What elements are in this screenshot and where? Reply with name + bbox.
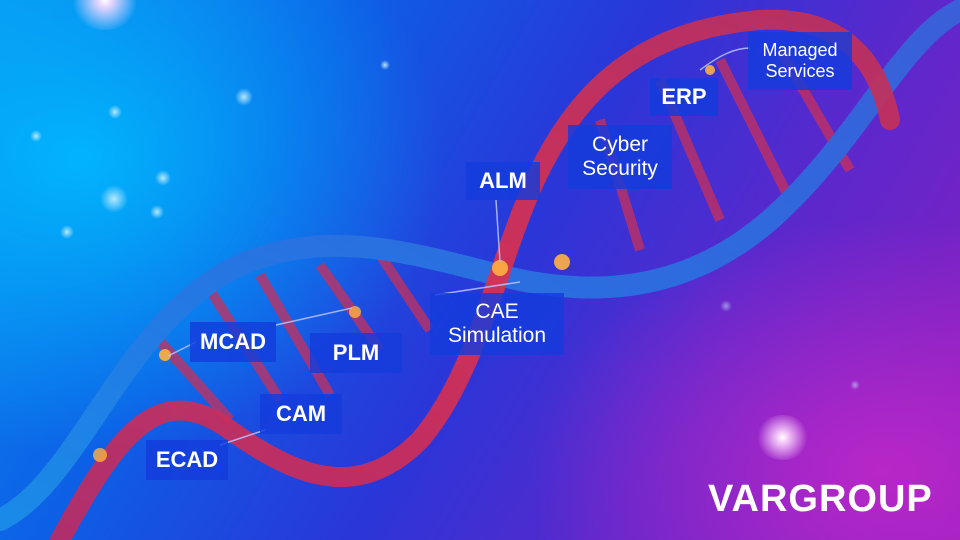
label-alm: ALM (466, 162, 540, 200)
label-erp: ERP (650, 78, 718, 116)
label-plm: PLM (310, 333, 402, 373)
label-ecad: ECAD (146, 440, 228, 480)
label-cam: CAM (260, 394, 342, 434)
bokeh-light (235, 88, 253, 106)
bokeh-light (60, 225, 74, 239)
bokeh-light (30, 130, 42, 142)
bokeh-light (150, 205, 164, 219)
bokeh-light (100, 185, 128, 213)
bokeh-light (380, 60, 390, 70)
label-managed-services: Managed Services (748, 32, 852, 90)
bokeh-light (108, 105, 122, 119)
vargroup-logo: VARGROUP (708, 478, 933, 520)
bokeh-light (720, 300, 732, 312)
light-flare (755, 415, 810, 460)
label-mcad: MCAD (190, 322, 276, 362)
bokeh-light (155, 170, 171, 186)
bokeh-light (850, 380, 860, 390)
label-cae-simulation: CAE Simulation (430, 293, 564, 355)
label-cyber-security: Cyber Security (568, 125, 672, 189)
